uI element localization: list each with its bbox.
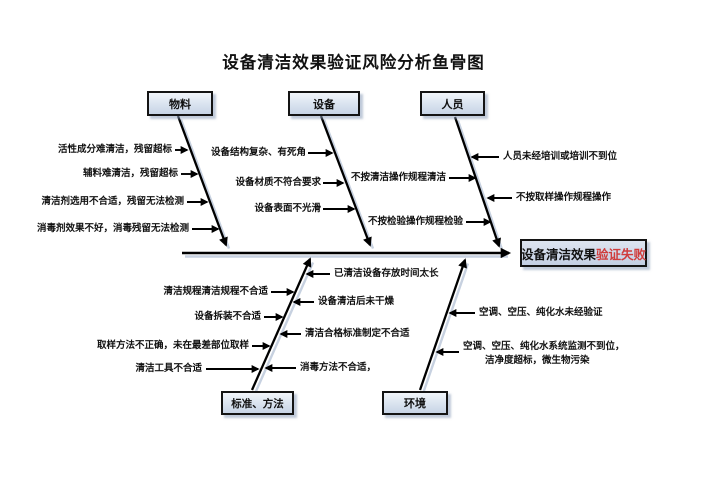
bone-personnel: [453, 116, 501, 248]
category-box-method: 标准、方法: [221, 391, 294, 415]
cause-label: 空调、空压、纯化水系统监测不到位，: [463, 342, 625, 352]
cause-label: 设备结构复杂、有死角: [210, 148, 306, 158]
cause-arrows: [175, 146, 512, 373]
bone-method: [250, 257, 312, 391]
line-shadows: [179, 119, 508, 394]
category-label-equipment: 设备: [313, 98, 335, 111]
category-box-environment: 环境: [382, 391, 448, 415]
bone-environment: [418, 258, 467, 391]
cause-label: 清洁规程清洁规程不合适: [163, 287, 268, 297]
category-label-environment: 环境: [404, 398, 426, 410]
bone-material: [176, 115, 228, 247]
bones: [176, 115, 501, 391]
effect-text-failure: 验证失败: [596, 247, 647, 262]
cause-label: 清洁工具不合适: [135, 364, 202, 374]
effect-box: 设备清洁效果验证失败: [520, 239, 647, 267]
cause-label: 不按检验操作规程检验: [367, 217, 463, 227]
cause-label: 活性成分难清洁，残留超标: [57, 145, 172, 155]
cause-label: 已清洁设备存放时间太长: [334, 269, 439, 279]
category-box-material: 物料: [147, 91, 213, 116]
bone-equipment: [319, 115, 372, 247]
category-box-personnel: 人员: [420, 91, 485, 116]
category-label-personnel: 人员: [441, 98, 464, 111]
cause-label: 洁净度超标，微生物污染: [485, 356, 590, 366]
cause-label: 消毒方法不合适，: [300, 363, 377, 373]
cause-label: 清洁剂选用不合适，残留无法检测: [41, 197, 184, 207]
cause-label: 设备拆装不合适: [194, 312, 261, 322]
effect-text: 设备清洁效果: [520, 247, 596, 262]
category-label-material: 物料: [169, 98, 191, 111]
cause-label: 空调、空压、纯化水未经验证: [479, 308, 603, 318]
cause-label: 消毒剂效果不好，消毒残留无法检测: [36, 224, 189, 234]
cause-label: 设备材质不符合要求: [235, 178, 321, 188]
category-box-equipment: 设备: [288, 91, 360, 116]
diagram-title: 设备清洁效果验证风险分析鱼骨图: [222, 53, 485, 72]
cause-label: 不按清洁操作规程清洁: [350, 173, 446, 183]
cause-label: 人员未经培训或培训不到位: [503, 152, 618, 162]
cause-label: 不按取样操作规程操作: [516, 193, 612, 203]
cause-label: 清洁合格标准制定不合适: [305, 329, 410, 339]
cause-label: 取样方法不正确，未在最差部位取样: [96, 341, 249, 351]
cause-label: 辅料难清洁，残留超标: [82, 169, 178, 179]
cause-label: 设备表面不光滑: [254, 204, 321, 214]
cause-label: 设备清洁后未干燥: [318, 297, 395, 307]
category-label-method: 标准、方法: [231, 398, 284, 410]
